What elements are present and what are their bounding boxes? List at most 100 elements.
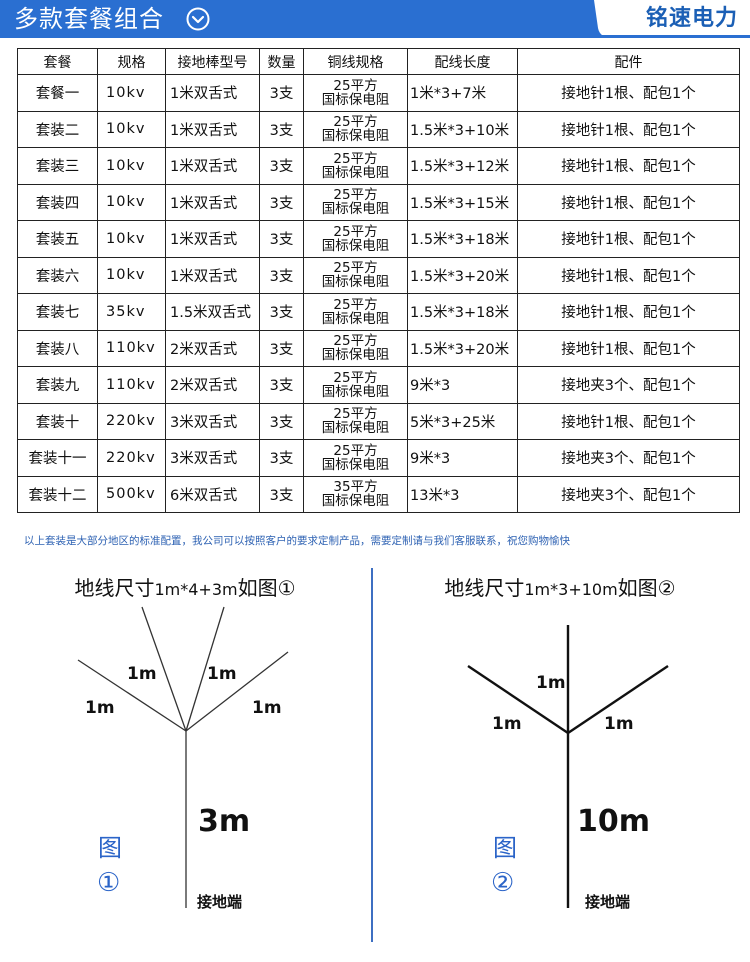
chevron-down-circle-icon [186,7,210,31]
ground-end-label: 接地端 [197,893,243,911]
quantity-cell: 3支 [259,366,304,404]
wire-standard: 国标保电阻 [321,383,390,400]
package-name-cell: 套装十 [17,402,98,440]
rod-model-cell: 1米双舌式 [165,110,260,148]
accessories-cell: 接地针1根、配包1个 [517,256,740,294]
diagram-2: 地线尺寸1m*3+10m如图② 1m 1m 1m 10m 图 ② 接地端 [375,560,745,960]
wire-spec-cell: 25平方国标保电阻 [303,74,408,112]
package-name-cell: 套装五 [17,220,98,258]
package-name-cell: 套装二 [17,110,98,148]
rod-model-cell: 1米双舌式 [165,220,260,258]
wire-gauge: 25平方 [333,260,378,277]
wire-length-cell: 13米*3 [407,475,518,513]
quantity-cell: 3支 [259,256,304,294]
column-header: 规格 [97,48,166,75]
column-header: 配件 [517,48,740,75]
wire-spec-cell: 25平方国标保电阻 [303,402,408,440]
wire-standard: 国标保电阻 [321,91,390,108]
branch-line [141,606,187,732]
diagram-title-prefix: 地线尺寸 [444,576,525,600]
wire-gauge: 25平方 [333,114,378,131]
voltage-spec-cell: 10kv [97,220,166,258]
wire-standard: 国标保电阻 [321,310,390,327]
package-name-cell: 套装十一 [17,439,98,477]
branch-label: 1m [536,673,566,693]
wire-gauge: 25平方 [333,296,378,313]
package-name-cell: 套餐一 [17,74,98,112]
rod-model-cell: 1米双舌式 [165,183,260,221]
rod-model-cell: 2米双舌式 [165,329,260,367]
voltage-spec-cell: 10kv [97,256,166,294]
quantity-cell: 3支 [259,110,304,148]
diagram-2-lines [467,625,669,908]
wire-gauge: 35平方 [333,479,378,496]
wire-standard: 国标保电阻 [321,128,390,145]
branch-label: 1m [252,698,282,718]
voltage-spec-cell: 10kv [97,110,166,148]
header-banner: 多款套餐组合 铭速电力 [0,0,750,38]
ground-end-label: 接地端 [585,893,631,911]
figure-number: ① [97,868,121,898]
package-name-cell: 套装四 [17,183,98,221]
diagram-2-title: 地线尺寸1m*3+10m如图② [375,572,745,601]
wire-gauge: 25平方 [333,369,378,386]
accessories-cell: 接地针1根、配包1个 [517,110,740,148]
quantity-cell: 3支 [259,402,304,440]
wire-gauge: 25平方 [333,333,378,350]
wire-length-cell: 1.5米*3+18米 [407,220,518,258]
wire-length-cell: 1.5米*3+20米 [407,329,518,367]
quantity-cell: 3支 [259,183,304,221]
diagram-title-suffix: 如图① [237,576,296,600]
branch-line [185,651,289,732]
accessories-cell: 接地针1根、配包1个 [517,402,740,440]
quantity-cell: 3支 [259,74,304,112]
trunk-label: 3m [198,804,251,839]
wire-spec-cell: 35平方国标保电阻 [303,475,408,513]
brand-name: 铭速电力 [645,6,738,31]
vertical-divider [371,568,373,942]
accessories-cell: 接地夹3个、配包1个 [517,366,740,404]
column-header: 接地棒型号 [165,48,260,75]
branch-line [77,659,187,732]
wire-length-cell: 9米*3 [407,439,518,477]
wire-gauge: 25平方 [333,442,378,459]
table-header-row: 套餐 规格 接地棒型号 数量 铜线规格 配线长度 配件 [17,48,740,75]
wire-gauge: 25平方 [333,150,378,167]
diagram-title-size: 1m*3+10m [524,580,618,599]
column-header: 铜线规格 [303,48,408,75]
column-header: 配线长度 [407,48,518,75]
branch-label: 1m [492,714,522,734]
wire-length-cell: 1.5米*3+10米 [407,110,518,148]
figure-label: 图 [493,834,517,862]
quantity-cell: 3支 [259,220,304,258]
voltage-spec-cell: 500kv [97,475,166,513]
column-header: 数量 [259,48,304,75]
wire-gauge: 25平方 [333,406,378,423]
rod-model-cell: 1米双舌式 [165,256,260,294]
wire-standard: 国标保电阻 [321,164,390,181]
diagram-title-suffix: 如图② [617,576,676,600]
package-name-cell: 套装七 [17,293,98,331]
wire-spec-cell: 25平方国标保电阻 [303,110,408,148]
wire-length-cell: 1.5米*3+20米 [407,256,518,294]
diagram-1-lines [77,606,289,908]
wire-standard: 国标保电阻 [321,201,390,218]
wire-gauge: 25平方 [333,187,378,204]
rod-model-cell: 1米双舌式 [165,147,260,185]
wire-standard: 国标保电阻 [321,493,390,510]
voltage-spec-cell: 110kv [97,329,166,367]
package-name-cell: 套装三 [17,147,98,185]
quantity-cell: 3支 [259,147,304,185]
voltage-spec-cell: 220kv [97,402,166,440]
wire-length-cell: 5米*3+25米 [407,402,518,440]
wire-standard: 国标保电阻 [321,237,390,254]
branch-line [185,606,225,732]
